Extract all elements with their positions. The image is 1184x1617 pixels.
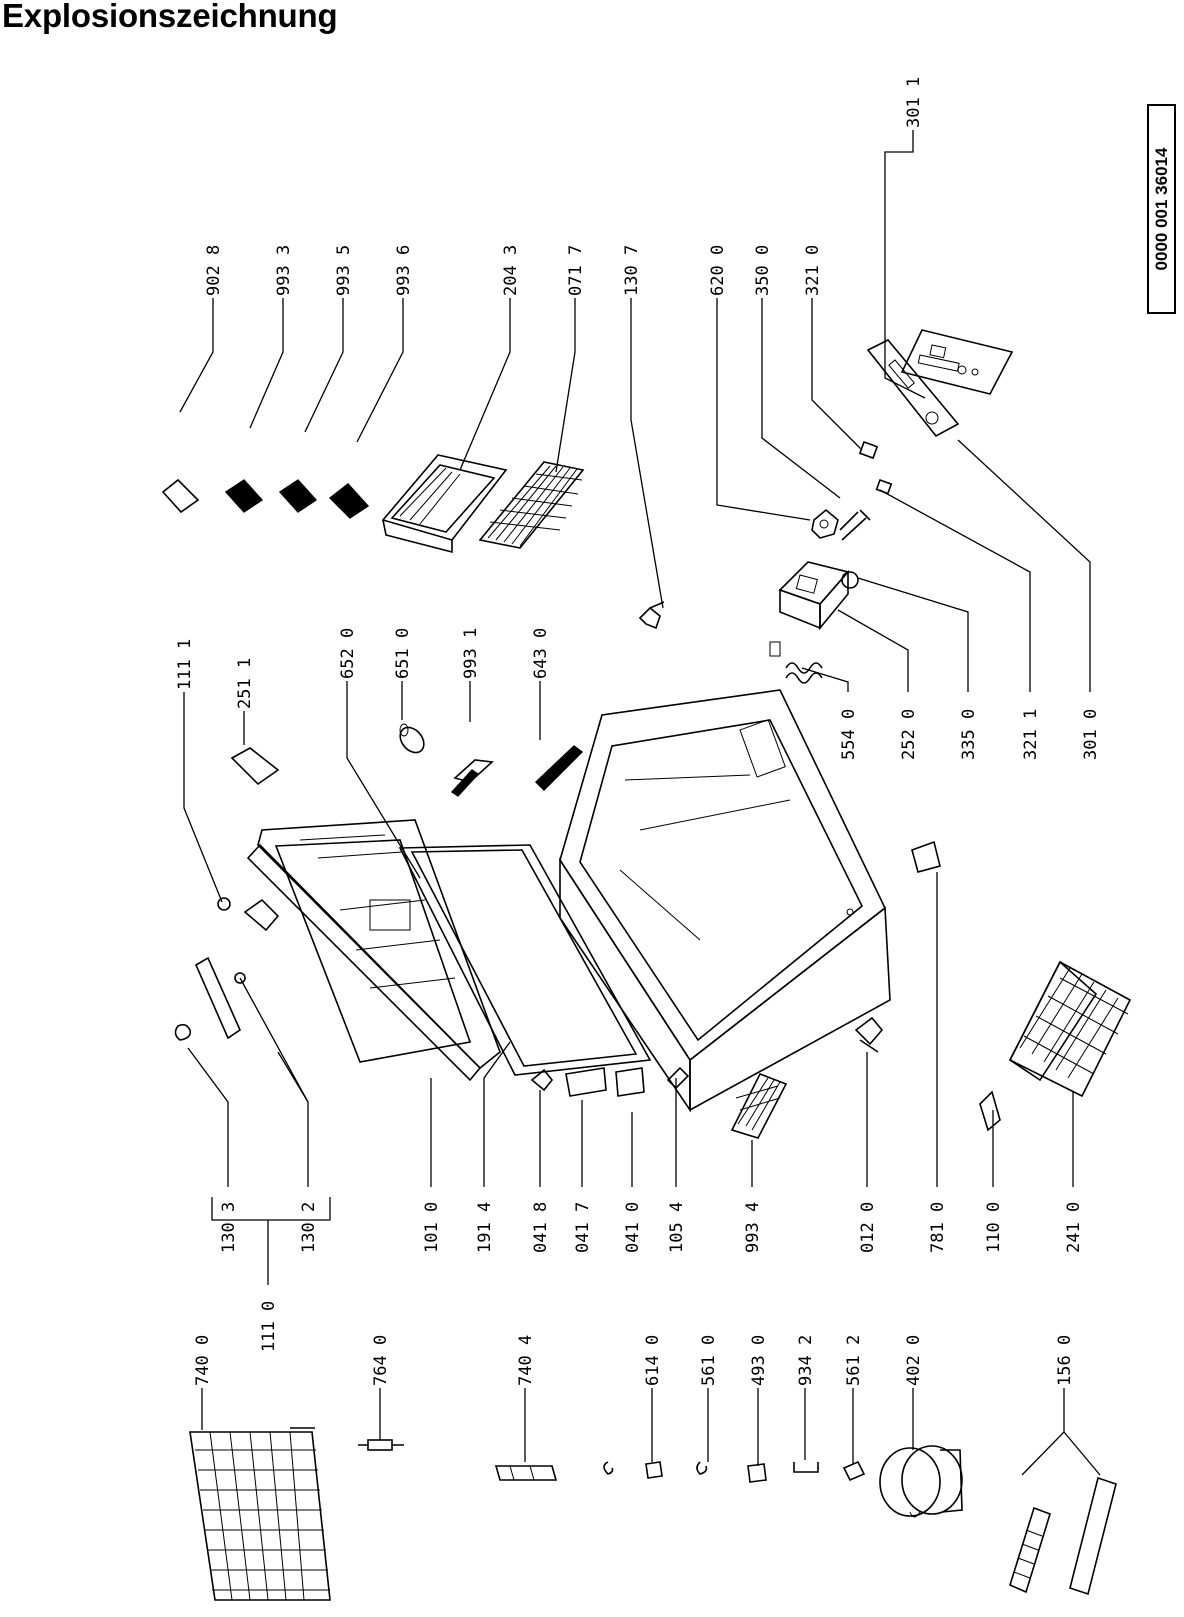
label-993-3: 993 3: [274, 245, 294, 296]
part-561-2: [842, 1460, 866, 1482]
part-071-7: [478, 461, 585, 549]
label-764-0: 764 0: [371, 1335, 391, 1386]
part-561-0: [696, 1461, 708, 1475]
part-740-0: [189, 1427, 331, 1601]
label-561-2: 561 2: [844, 1335, 864, 1386]
label-041-0: 041 0: [623, 1202, 643, 1253]
label-651-0: 651 0: [393, 628, 413, 679]
label-110-0: 110 0: [984, 1202, 1004, 1253]
label-493-0: 493 0: [749, 1335, 769, 1386]
part-012-0: [854, 1016, 884, 1053]
part-321-1: [875, 478, 893, 495]
label-993-5: 993 5: [334, 245, 354, 296]
part-651-0: [399, 723, 425, 754]
part-041-7: [565, 1067, 607, 1097]
part-252-0: [778, 561, 850, 631]
label-301-1: 301 1: [904, 77, 924, 128]
label-071-7: 071 7: [566, 245, 586, 296]
part-993-3: [224, 479, 264, 513]
label-111-1: 111 1: [175, 639, 195, 690]
label-993-6: 993 6: [394, 245, 414, 296]
label-130-7: 130 7: [622, 245, 642, 296]
label-993-1: 993 1: [461, 628, 481, 679]
label-620-0: 620 0: [708, 245, 728, 296]
label-252-0: 252 0: [899, 709, 919, 760]
label-105-4: 105 4: [667, 1202, 687, 1253]
part-cabinet: [559, 689, 891, 1113]
label-335-0: 335 0: [959, 709, 979, 760]
part-041-0: [615, 1067, 645, 1097]
part-041-8: [530, 1068, 554, 1092]
part-781-0: [911, 840, 941, 873]
part-301-1: [900, 329, 1014, 395]
label-554-0: 554 0: [839, 709, 859, 760]
part-321-0: [858, 440, 879, 460]
label-321-0: 321 0: [803, 245, 823, 296]
label-251-1: 251 1: [235, 658, 255, 709]
document-number-box: 0000 001 36014: [1147, 104, 1176, 314]
part-993-4: [730, 1072, 788, 1139]
label-350-0: 350 0: [753, 245, 773, 296]
label-740-4: 740 4: [516, 1335, 536, 1386]
part-301-0: [866, 339, 960, 438]
part-241-0: [1008, 960, 1132, 1098]
part-101-0: [246, 819, 501, 1082]
part-620-0: [811, 508, 839, 539]
label-012-0: 012 0: [858, 1202, 878, 1253]
label-041-8: 041 8: [531, 1202, 551, 1253]
label-156-0: 156 0: [1055, 1335, 1075, 1386]
label-561-0: 561 0: [699, 1335, 719, 1386]
part-993-6: [328, 483, 370, 519]
label-614-0: 614 0: [643, 1335, 663, 1386]
label-241-0: 241 0: [1064, 1202, 1084, 1253]
part-643-0: [534, 745, 584, 791]
label-191-4: 191 4: [475, 1202, 495, 1253]
label-402-0: 402 0: [904, 1335, 924, 1386]
label-130-3: 130 3: [219, 1202, 239, 1253]
label-321-1: 321 1: [1021, 709, 1041, 760]
part-111-1: [217, 897, 231, 911]
part-204-3: [381, 454, 508, 554]
label-993-4: 993 4: [743, 1202, 763, 1253]
label-204-3: 204 3: [501, 245, 521, 296]
part-902-8: [161, 478, 200, 514]
part-156-0: [1009, 1476, 1117, 1596]
label-130-2: 130 2: [299, 1202, 319, 1253]
label-934-2: 934 2: [796, 1335, 816, 1386]
label-111-0: 111 0: [259, 1301, 279, 1352]
part-130-2: [234, 898, 280, 984]
part-110-0: [979, 1090, 1001, 1132]
part-105-4: [666, 1066, 690, 1090]
part-251-1: [230, 747, 280, 786]
part-402-0: [879, 1445, 963, 1518]
part-740-4: [494, 1465, 558, 1481]
part-191-4: [398, 844, 652, 1076]
label-652-0: 652 0: [338, 628, 358, 679]
label-101-0: 101 0: [422, 1202, 442, 1253]
part-934-2: [793, 1462, 819, 1473]
part-350-0: [839, 509, 871, 541]
label-781-0: 781 0: [928, 1202, 948, 1253]
part-493-0: [747, 1463, 767, 1483]
label-902-8: 902 8: [204, 245, 224, 296]
part-764-0: [358, 1439, 404, 1451]
label-740-0: 740 0: [193, 1335, 213, 1386]
part-335-0: [841, 571, 859, 589]
label-643-0: 643 0: [531, 628, 551, 679]
part-993-5: [278, 479, 318, 513]
label-301-0: 301 0: [1081, 709, 1101, 760]
part-130-7: [638, 601, 665, 630]
part-130-3: [174, 956, 242, 1041]
part-554-0: [769, 641, 823, 684]
parts: [161, 329, 1132, 1601]
part-labels: 902 8 993 3 993 5 993 6 204 3 071 7 130 …: [175, 77, 1101, 1386]
page-title: Explosionszeichnung: [2, 0, 338, 34]
leader-lines: [179, 130, 1101, 1476]
part-614-0: [603, 1461, 614, 1475]
label-041-7: 041 7: [573, 1202, 593, 1253]
